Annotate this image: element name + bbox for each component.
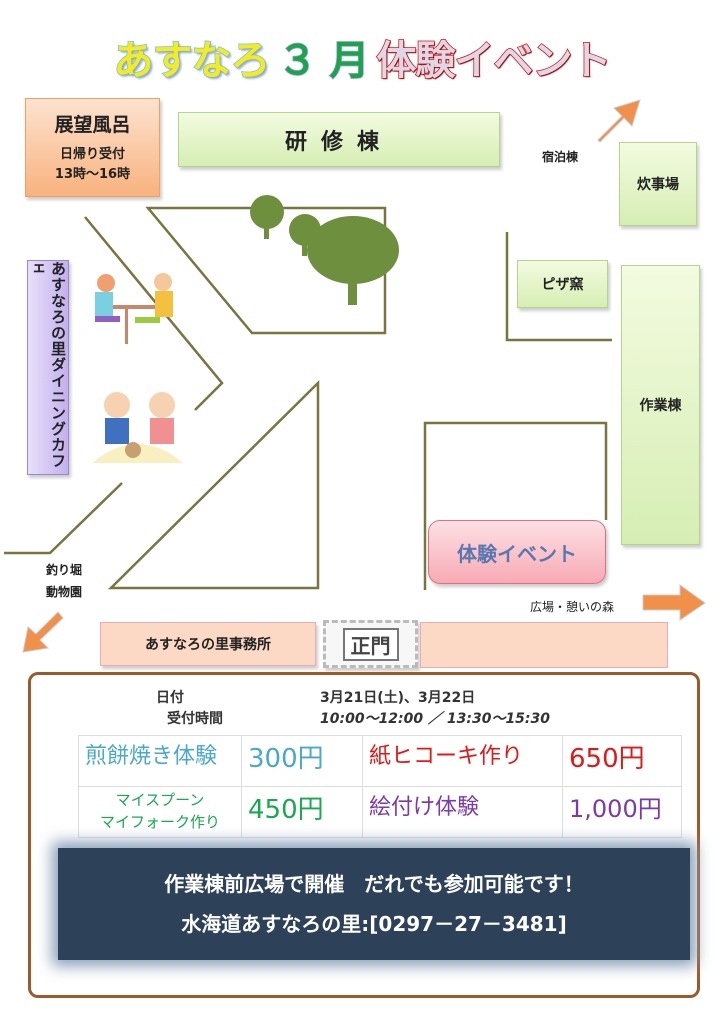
- activity-name: 紙ヒコーキ作り: [362, 735, 563, 787]
- pizza-oven: ピザ窯: [517, 260, 608, 308]
- training-building: 研修棟: [178, 112, 500, 167]
- bath-hours: 13時～16時: [54, 167, 131, 182]
- activity-name: マイフォーク作り: [99, 813, 220, 831]
- title-part2: ３ 月: [277, 37, 370, 85]
- table-row: 煎餅焼き体験 300円 紙ヒコーキ作り 650円: [78, 735, 682, 787]
- dining-cafe: あすなろの里ダイニングカフェ: [27, 260, 69, 475]
- bath-name: 展望風呂: [54, 114, 131, 136]
- main-gate: 正門: [323, 620, 418, 668]
- time-value: 10:00～12:00 ／ 13:30～15:30: [320, 711, 551, 727]
- activity-price: 300円: [241, 735, 363, 787]
- event-location: 体験イベント: [428, 520, 606, 584]
- zoo-label: 動物園: [46, 585, 83, 599]
- table-row: マイスプーンマイフォーク作り 450円 絵付け体験 1,000円: [78, 786, 682, 838]
- date-label: 日付: [156, 690, 184, 706]
- activity-price: 650円: [562, 735, 682, 787]
- trees-icon: [250, 195, 399, 305]
- banner-contact: 水海道あすなろの里:[0297－27－3481]: [181, 912, 567, 936]
- arrow-down-left-icon: [22, 611, 64, 653]
- date-value: 3月21日(土)、3月22日: [320, 690, 476, 706]
- info-banner: 作業棟前広場で開催 だれでも参加可能です！ 水海道あすなろの里:[0297－27…: [58, 848, 690, 960]
- dining-people-illustration: [95, 273, 173, 344]
- price-table: 煎餅焼き体験 300円 紙ヒコーキ作り 650円 マイスプーンマイフォーク作り …: [78, 735, 682, 838]
- gate-label: 正門: [342, 627, 399, 661]
- activity-name: マイスプーン: [115, 791, 205, 809]
- arrow-right-icon: [642, 584, 706, 621]
- kitchen-building: 炊事場: [619, 142, 697, 226]
- family-illustration: [92, 392, 183, 463]
- bath-building: 展望風呂 日帰り受付 13時～16時: [25, 98, 160, 197]
- lodging-label: 宿泊棟: [542, 150, 579, 164]
- time-label: 受付時間: [167, 711, 223, 727]
- title-part1: あすなろ: [113, 37, 272, 85]
- activity-name: 絵付け体験: [362, 786, 563, 838]
- road-box: [420, 622, 668, 668]
- title-part3: 体験イベント: [376, 37, 613, 85]
- workshop-building: 作業棟: [621, 265, 700, 545]
- activity-name: 煎餅焼き体験: [78, 735, 242, 787]
- office-building: あすなろの里事務所: [100, 622, 316, 666]
- arrow-up-right-icon: [597, 99, 641, 143]
- plaza-label: 広場・憩いの森: [530, 600, 615, 614]
- activity-price: 450円: [241, 786, 363, 838]
- bath-reception: 日帰り受付: [59, 147, 125, 162]
- banner-line1: 作業棟前広場で開催 だれでも参加可能です！: [164, 872, 584, 896]
- activity-price: 1,000円: [562, 786, 682, 838]
- fishing-label: 釣り堀: [46, 563, 83, 577]
